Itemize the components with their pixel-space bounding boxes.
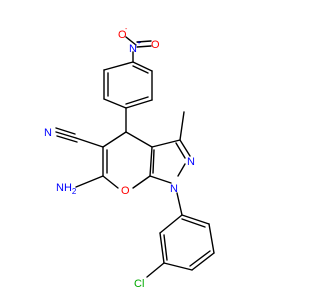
- bond-n1-ph2: [176, 192, 183, 216]
- bond-nitrile-b: [55, 127, 76, 135]
- bond-ph2-a: [181, 214, 210, 225]
- nitro-nitrogen-charge: +: [137, 40, 141, 47]
- atom-labels: O - N + O N NH2 O N N Cl: [44, 26, 195, 290]
- nitro-oxygen-right-label: O: [151, 39, 160, 51]
- bond-ph1-a: [103, 61, 134, 71]
- bond-ph2-d: [163, 262, 193, 271]
- bond-ph2-c-inner: [189, 250, 211, 267]
- bond-nitro-o-n: [125, 36, 137, 46]
- bond-c4-c3a: [125, 131, 153, 148]
- bond-ph2-e: [159, 232, 165, 264]
- bond-nitro-n-o-1: [136, 45, 152, 48]
- bond-c3-n2-inner: [175, 142, 186, 159]
- bond-c5-cn: [75, 137, 104, 148]
- bond-ph2-e-inner: [163, 234, 168, 261]
- bond-ph2-c: [191, 252, 215, 271]
- pyran-oxygen-label: O: [121, 185, 130, 197]
- pyrazole-n2-label: N: [187, 156, 195, 168]
- nitrile-nitrogen-label: N: [44, 127, 52, 139]
- bond-methyl: [179, 111, 185, 141]
- bond-c4-c5: [102, 131, 127, 148]
- bond-o-c7a: [132, 175, 151, 189]
- bond-nitro-n-o-2: [136, 40, 152, 43]
- bond-c7a-c3a-inner: [152, 149, 155, 174]
- nitro-oxygen-charge: -: [125, 26, 128, 33]
- amine-main-text: NH: [56, 182, 72, 194]
- bond-ph1-f-inner: [132, 65, 149, 74]
- nitro-oxygen-top-label: O: [118, 29, 127, 41]
- bond-c7a-c3a: [149, 146, 153, 177]
- bond-ph1-d: [125, 99, 153, 109]
- molecule-structure: O - N + O N NH2 O N N Cl: [0, 0, 300, 300]
- nitro-nitrogen-label: N: [129, 43, 137, 55]
- bond-nitrile-a: [55, 131, 77, 139]
- bond-nitrile-c: [56, 135, 78, 143]
- canvas-background: [0, 0, 300, 300]
- bond-n1-c7a: [149, 175, 172, 184]
- amine-subscript: 2: [72, 187, 77, 196]
- bond-c3a-c3: [151, 139, 181, 148]
- bond-ph1-f: [132, 61, 153, 72]
- bond-ph1-d-inner: [125, 96, 149, 105]
- pyrazole-n1-label: N: [170, 183, 178, 195]
- bond-c6-nh2: [75, 175, 104, 188]
- bond-c3-n2: [179, 139, 191, 157]
- bond-ph2-b: [208, 223, 215, 254]
- bond-layer: [55, 36, 215, 278]
- bond-cl: [146, 262, 165, 278]
- chlorine-label: Cl: [134, 278, 144, 290]
- bond-ph2-f: [159, 214, 183, 234]
- bond-n2-n1: [177, 163, 186, 177]
- bond-ph2-a-inner: [181, 218, 206, 228]
- bond-ph1-c: [103, 98, 127, 109]
- bond-c6-o: [102, 175, 119, 189]
- amine-label: NH2: [56, 182, 77, 196]
